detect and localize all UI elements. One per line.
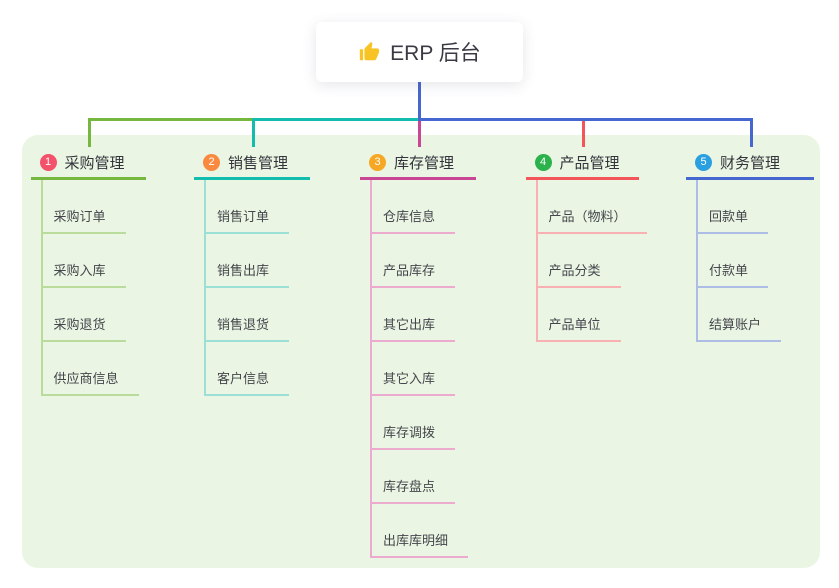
root-node[interactable]: ERP 后台 <box>316 22 523 82</box>
branch-drop <box>582 121 585 147</box>
child-node[interactable]: 销售订单 <box>206 180 290 234</box>
child-node[interactable]: 销售出库 <box>206 234 290 288</box>
thumbs-up-icon <box>358 41 380 63</box>
child-node[interactable]: 销售退货 <box>206 288 290 342</box>
branch-1: 1 采购管理采购订单采购入库采购退货供应商信息 <box>30 149 146 396</box>
branch-children: 采购订单采购入库采购退货供应商信息 <box>40 180 139 396</box>
child-node[interactable]: 结算账户 <box>698 288 782 342</box>
child-label: 其它出库 <box>383 317 436 332</box>
child-label: 客户信息 <box>217 371 270 386</box>
branch-number-badge: 4 <box>534 153 552 171</box>
child-label: 出库库明细 <box>383 533 449 548</box>
root-label: ERP 后台 <box>390 42 481 65</box>
child-node[interactable]: 库存盘点 <box>372 450 456 504</box>
child-label: 销售退货 <box>217 317 270 332</box>
root-stem <box>418 82 421 121</box>
branch-header[interactable]: 4 产品管理 <box>525 149 639 180</box>
child-node[interactable]: 付款单 <box>698 234 769 288</box>
bus-segment <box>88 118 255 121</box>
child-node[interactable]: 采购退货 <box>42 288 126 342</box>
child-label: 产品库存 <box>383 263 436 278</box>
branch-children: 销售订单销售出库销售退货客户信息 <box>204 180 290 396</box>
branch-5: 5 财务管理回款单付款单结算账户 <box>686 149 814 342</box>
child-node[interactable]: 回款单 <box>698 180 769 234</box>
child-label: 供应商信息 <box>53 371 119 386</box>
child-node[interactable]: 供应商信息 <box>42 342 139 396</box>
child-node[interactable]: 客户信息 <box>206 342 290 396</box>
child-node[interactable]: 产品单位 <box>537 288 621 342</box>
child-node[interactable]: 出库库明细 <box>372 504 469 558</box>
branch-drop <box>750 121 753 147</box>
bus-segment <box>418 118 753 121</box>
branch-children: 产品（物料） 产品分类产品单位 <box>535 180 647 342</box>
child-node[interactable]: 仓库信息 <box>372 180 456 234</box>
branch-children: 仓库信息产品库存其它出库其它入库库存调拨库存盘点出库库明细 <box>370 180 469 558</box>
branch-drop <box>252 121 255 147</box>
child-label: 其它入库 <box>383 371 436 386</box>
child-label: 销售出库 <box>217 263 270 278</box>
child-label: 产品单位 <box>548 317 601 332</box>
child-label: 采购订单 <box>53 209 106 224</box>
child-node[interactable]: 产品（物料） <box>537 180 647 234</box>
child-label: 库存调拨 <box>383 425 436 440</box>
branch-header[interactable]: 1 采购管理 <box>30 149 146 180</box>
child-label: 仓库信息 <box>383 209 436 224</box>
child-label: 产品（物料） <box>548 209 627 224</box>
branch-label: 财务管理 <box>720 154 781 172</box>
branch-3: 3 库存管理仓库信息产品库存其它出库其它入库库存调拨库存盘点出库库明细 <box>360 149 476 558</box>
branch-number-badge: 5 <box>695 153 712 171</box>
branch-label: 采购管理 <box>64 154 125 172</box>
branches-panel-background <box>22 135 820 568</box>
child-node[interactable]: 其它入库 <box>372 342 456 396</box>
branch-label: 库存管理 <box>394 154 455 172</box>
bus-segment <box>252 118 421 121</box>
branch-header[interactable]: 3 库存管理 <box>360 149 476 180</box>
child-node[interactable]: 采购订单 <box>42 180 126 234</box>
branch-header[interactable]: 2 销售管理 <box>194 149 310 180</box>
child-node[interactable]: 库存调拨 <box>372 396 456 450</box>
child-label: 付款单 <box>709 263 749 278</box>
child-label: 采购退货 <box>53 317 106 332</box>
child-label: 产品分类 <box>548 263 601 278</box>
child-node[interactable]: 其它出库 <box>372 288 456 342</box>
child-label: 库存盘点 <box>383 479 436 494</box>
branch-number-badge: 1 <box>39 153 57 171</box>
branch-2: 2 销售管理销售订单销售出库销售退货客户信息 <box>194 149 310 396</box>
child-label: 回款单 <box>709 209 749 224</box>
child-node[interactable]: 产品库存 <box>372 234 456 288</box>
branch-drop <box>418 121 421 147</box>
child-node[interactable]: 产品分类 <box>537 234 621 288</box>
child-label: 结算账户 <box>709 317 762 332</box>
branch-header[interactable]: 5 财务管理 <box>686 149 814 180</box>
child-label: 销售订单 <box>217 209 270 224</box>
branch-label: 产品管理 <box>559 154 620 172</box>
branch-number-badge: 3 <box>369 153 386 171</box>
child-node[interactable]: 采购入库 <box>42 234 126 288</box>
branch-number-badge: 2 <box>203 153 220 171</box>
branch-children: 回款单付款单结算账户 <box>696 180 782 342</box>
child-label: 采购入库 <box>53 263 106 278</box>
branch-drop <box>88 121 91 147</box>
branch-4: 4 产品管理产品（物料） 产品分类产品单位 <box>525 149 647 342</box>
branch-label: 销售管理 <box>228 154 289 172</box>
